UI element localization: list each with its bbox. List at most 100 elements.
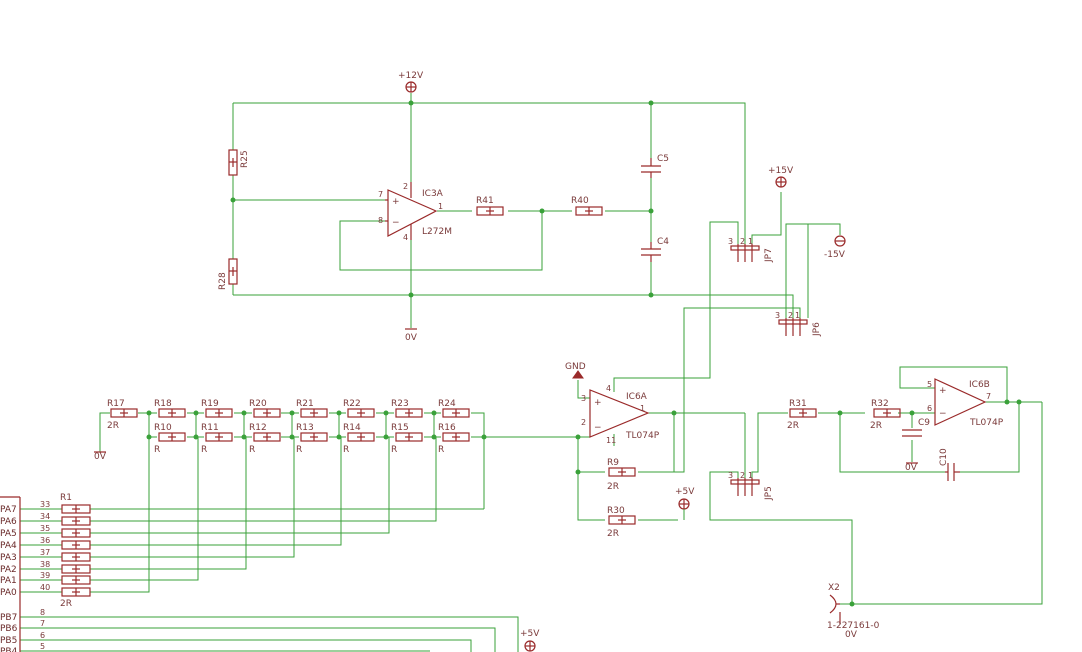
pb-label: PB7 [0, 613, 17, 623]
supply-label-15v: +15V [768, 166, 794, 176]
svg-text:3: 3 [728, 471, 733, 480]
svg-text:3: 3 [581, 394, 586, 403]
resistor-top-4: R22 [343, 399, 375, 418]
wires [20, 93, 1043, 652]
capacitor-c5: C5 [641, 154, 669, 178]
resistor-top-0: R18 [154, 399, 186, 418]
pb-pin: 7 [40, 619, 45, 628]
svg-text:R: R [391, 445, 397, 455]
supply-plus-5v-b: +5V [520, 629, 540, 652]
r1-element [61, 587, 91, 597]
pa-pin: 35 [40, 524, 50, 533]
resistor-top-2: R20 [249, 399, 281, 418]
svg-text:R24: R24 [438, 399, 456, 409]
ground-0v-x2: 0V [839, 612, 858, 640]
pa-label: PA2 [0, 565, 17, 575]
connector-x2: X2 1-227161-0 [827, 583, 880, 631]
pa-label: PA1 [0, 576, 17, 586]
r1-element [61, 504, 91, 514]
ic3a-name: IC3A [422, 189, 444, 199]
pa-pin: 37 [40, 548, 50, 557]
svg-text:JP7: JP7 [764, 248, 774, 263]
pb-pin: 5 [40, 642, 45, 651]
svg-text:2: 2 [581, 418, 586, 427]
svg-text:R11: R11 [201, 423, 219, 433]
svg-text:R9: R9 [607, 458, 619, 468]
svg-text:0V: 0V [405, 333, 418, 343]
svg-text:R: R [154, 445, 160, 455]
svg-text:+: + [594, 398, 602, 408]
supply-label-m15v: -15V [824, 250, 846, 260]
supply-minus-15v: -15V [824, 235, 846, 260]
svg-text:R: R [438, 445, 444, 455]
pb-pin: 8 [40, 608, 45, 617]
svg-text:R30: R30 [607, 506, 625, 516]
pa-label: PA5 [0, 529, 17, 539]
svg-text:0V: 0V [845, 630, 858, 640]
resistor-r28: R28 [218, 258, 238, 290]
svg-text:2: 2 [788, 311, 793, 320]
supply-label-12v: +12V [398, 71, 424, 81]
opamp-ic6b: +− 5 6 7 IC6B TL074P [927, 378, 1004, 428]
supply-plus-12v: +12V [398, 71, 424, 93]
svg-text:2: 2 [403, 182, 408, 191]
resistor-top-3: R21 [296, 399, 328, 418]
jumper-jp6: 3 2 1 JP6 [775, 311, 822, 337]
capacitor-c4: C4 [641, 237, 669, 262]
svg-text:2R: 2R [607, 529, 619, 539]
resistor-array-r1: R1 2R [60, 493, 91, 609]
svg-text:+: + [939, 386, 947, 396]
svg-text:JP6: JP6 [812, 322, 822, 337]
svg-text:3: 3 [728, 237, 733, 246]
svg-text:0V: 0V [94, 452, 107, 462]
svg-text:11: 11 [606, 436, 616, 445]
svg-text:C9: C9 [918, 418, 930, 428]
supply-plus-15v: +15V [768, 166, 794, 188]
x2-value: 1-227161-0 [827, 621, 880, 631]
svg-text:R14: R14 [343, 423, 361, 433]
svg-text:2R: 2R [60, 599, 72, 609]
svg-text:JP5: JP5 [764, 486, 774, 501]
pa-pin: 33 [40, 500, 50, 509]
pa-pin: 36 [40, 536, 50, 545]
pb-pin: 6 [40, 631, 45, 640]
pa-label: PA0 [0, 588, 17, 598]
svg-text:R21: R21 [296, 399, 314, 409]
svg-text:2: 2 [740, 237, 745, 246]
supply-label-5v-b: +5V [520, 629, 540, 639]
svg-text:+: + [392, 197, 400, 207]
junctions [146, 100, 1022, 607]
port-header: PA733PA634PA535PA436PA337PA238PA139PA040… [0, 496, 50, 652]
svg-text:R1: R1 [60, 493, 72, 503]
pa-pin: 34 [40, 512, 50, 521]
svg-text:−: − [939, 409, 947, 419]
svg-text:4: 4 [403, 233, 408, 242]
svg-text:R31: R31 [789, 399, 807, 409]
svg-text:R16: R16 [438, 423, 456, 433]
ground-0v-ic3a: 0V [405, 328, 418, 343]
svg-text:R23: R23 [391, 399, 409, 409]
pa-label: PA4 [0, 541, 17, 551]
pb-label: PB6 [0, 624, 18, 634]
supply-plus-5v-a: +5V [675, 487, 695, 520]
svg-text:R22: R22 [343, 399, 361, 409]
ic6b-name: IC6B [969, 380, 990, 390]
svg-text:R: R [249, 445, 255, 455]
ic6a-name: IC6A [626, 392, 648, 402]
ground-gnd: GND [565, 362, 586, 379]
svg-text:R: R [343, 445, 349, 455]
svg-text:R15: R15 [391, 423, 409, 433]
svg-text:R40: R40 [571, 196, 589, 206]
svg-text:6: 6 [927, 404, 932, 413]
ic6a-value: TL074P [625, 431, 660, 441]
opamp-ic3a: +− 7 8 4 2 1 IC3A L272M [378, 182, 452, 242]
resistor-r40: R40 [571, 196, 603, 216]
